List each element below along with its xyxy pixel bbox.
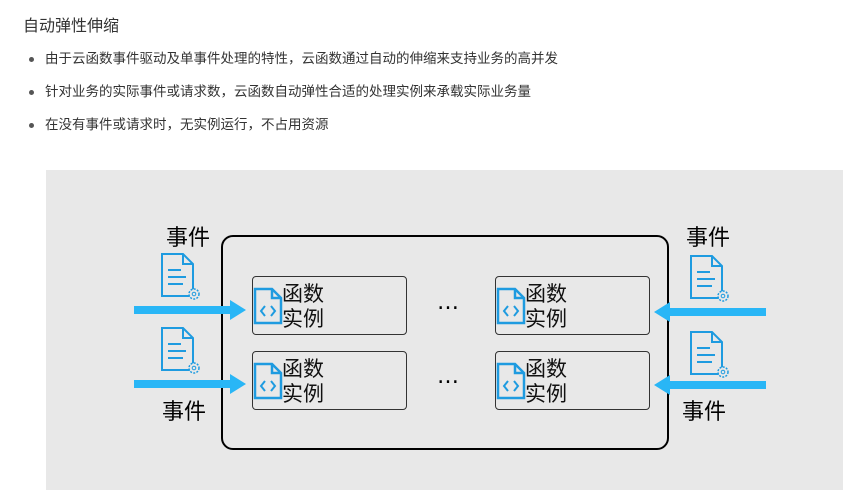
bullet-item: 由于云函数事件驱动及单事件处理的特性，云函数通过自动的伸缩来支持业务的高并发 — [23, 51, 558, 67]
document-gear-icon — [690, 331, 729, 378]
arrow-left-icon — [654, 302, 766, 322]
ellipsis-bottom: … — [437, 364, 461, 389]
document-gear-icon — [161, 327, 200, 374]
event-label-top-right: 事件 — [686, 226, 731, 251]
event-label-bottom-right: 事件 — [682, 400, 727, 425]
instance-label: 函数实例 — [282, 357, 324, 406]
instance-label: 函数实例 — [525, 357, 567, 406]
code-file-icon — [253, 287, 283, 325]
arrow-left-icon — [654, 375, 766, 395]
code-file-icon — [496, 362, 526, 400]
document-gear-icon — [161, 253, 200, 300]
bullet-item: 针对业务的实际事件或请求数，云函数自动弹性合适的处理实例来承载实际业务量 — [23, 84, 558, 100]
bullet-dot — [29, 123, 34, 128]
bullet-dot — [29, 57, 34, 62]
document-gear-icon — [690, 255, 729, 302]
runtime-container — [221, 235, 669, 450]
bullet-text: 在没有事件或请求时，无实例运行，不占用资源 — [45, 117, 329, 133]
page-title: 自动弹性伸缩 — [23, 16, 120, 35]
bullet-item: 在没有事件或请求时，无实例运行，不占用资源 — [23, 117, 558, 133]
arrow-right-icon — [134, 300, 246, 320]
bullet-list: 由于云函数事件驱动及单事件处理的特性，云函数通过自动的伸缩来支持业务的高并发 针… — [23, 51, 558, 150]
bullet-dot — [29, 90, 34, 95]
function-instance: 函数实例 — [495, 276, 650, 335]
bullet-text: 针对业务的实际事件或请求数，云函数自动弹性合适的处理实例来承载实际业务量 — [45, 84, 531, 100]
function-instance: 函数实例 — [252, 276, 407, 335]
instance-label: 函数实例 — [525, 282, 567, 331]
ellipsis-top: … — [437, 290, 461, 315]
scaling-diagram: 事件 事件 事件 事件 — [46, 170, 843, 490]
function-instance: 函数实例 — [252, 351, 407, 410]
instance-label: 函数实例 — [282, 282, 324, 331]
bullet-text: 由于云函数事件驱动及单事件处理的特性，云函数通过自动的伸缩来支持业务的高并发 — [45, 51, 558, 67]
event-label-top-left: 事件 — [166, 226, 211, 251]
arrow-right-icon — [134, 374, 246, 394]
event-label-bottom-left: 事件 — [162, 400, 207, 425]
code-file-icon — [253, 362, 283, 400]
code-file-icon — [496, 287, 526, 325]
function-instance: 函数实例 — [495, 351, 650, 410]
